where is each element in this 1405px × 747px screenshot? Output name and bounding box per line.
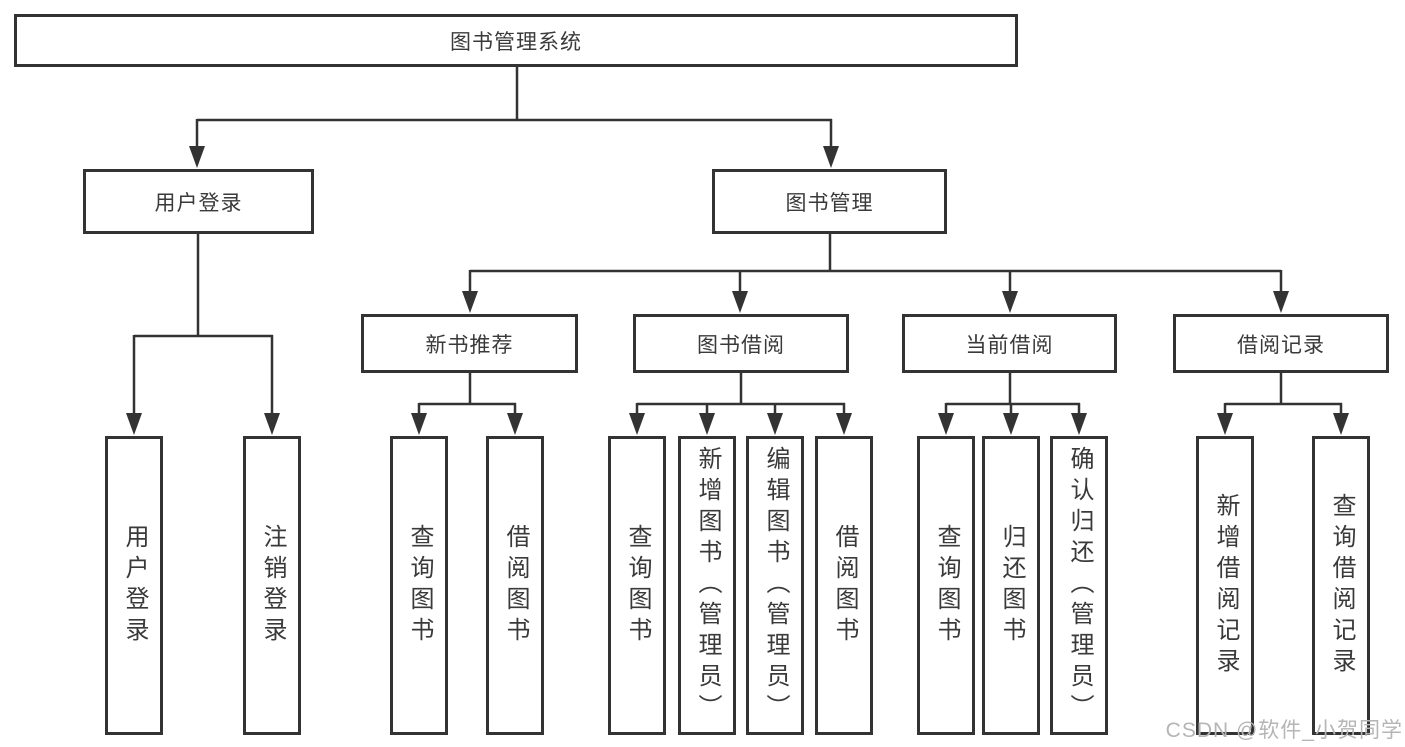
leaf-add-book-admin: 新增图书（管理员） [678, 436, 736, 735]
leaf-label: 新增图书（管理员） [694, 446, 721, 725]
leaf-user-login: 用户登录 [105, 436, 163, 735]
node-book-management-module: 图书管理 [712, 169, 947, 234]
leaf-label: 确认归还（管理员） [1066, 446, 1093, 725]
leaf-label: 查询图书 [624, 523, 651, 648]
leaf-query-books-1: 查询图书 [390, 436, 448, 735]
leaf-label: 查询图书 [933, 523, 960, 648]
leaf-borrow-books-2: 借阅图书 [815, 436, 873, 735]
leaf-label: 编辑图书（管理员） [762, 446, 789, 725]
leaf-label: 借阅图书 [831, 523, 858, 648]
leaf-return-book: 归还图书 [982, 436, 1040, 735]
node-current-borrow: 当前借阅 [902, 314, 1117, 373]
csdn-watermark: CSDN @软件_小贺同学 [1165, 719, 1403, 742]
leaf-edit-book-admin: 编辑图书（管理员） [746, 436, 804, 735]
leaf-label: 查询借阅记录 [1328, 492, 1355, 679]
node-new-book-recommend: 新书推荐 [361, 314, 578, 373]
leaf-label: 查询图书 [406, 523, 433, 648]
node-library-system: 图书管理系统 [14, 14, 1018, 67]
leaf-query-books-3: 查询图书 [917, 436, 975, 735]
leaf-logout: 注销登录 [243, 436, 301, 735]
node-book-borrow: 图书借阅 [633, 314, 849, 373]
leaf-borrow-books-1: 借阅图书 [486, 436, 544, 735]
leaf-label: 归还图书 [998, 523, 1025, 648]
leaf-label: 用户登录 [121, 523, 148, 648]
leaf-label: 新增借阅记录 [1212, 492, 1239, 679]
node-borrow-records: 借阅记录 [1173, 314, 1389, 373]
leaf-label: 借阅图书 [502, 523, 529, 648]
leaf-add-borrow-record: 新增借阅记录 [1196, 436, 1254, 735]
node-user-login-module: 用户登录 [83, 169, 314, 234]
leaf-query-books-2: 查询图书 [608, 436, 666, 735]
leaf-query-borrow-record: 查询借阅记录 [1312, 436, 1370, 735]
leaf-label: 注销登录 [259, 523, 286, 648]
leaf-confirm-return-admin: 确认归还（管理员） [1050, 436, 1108, 735]
